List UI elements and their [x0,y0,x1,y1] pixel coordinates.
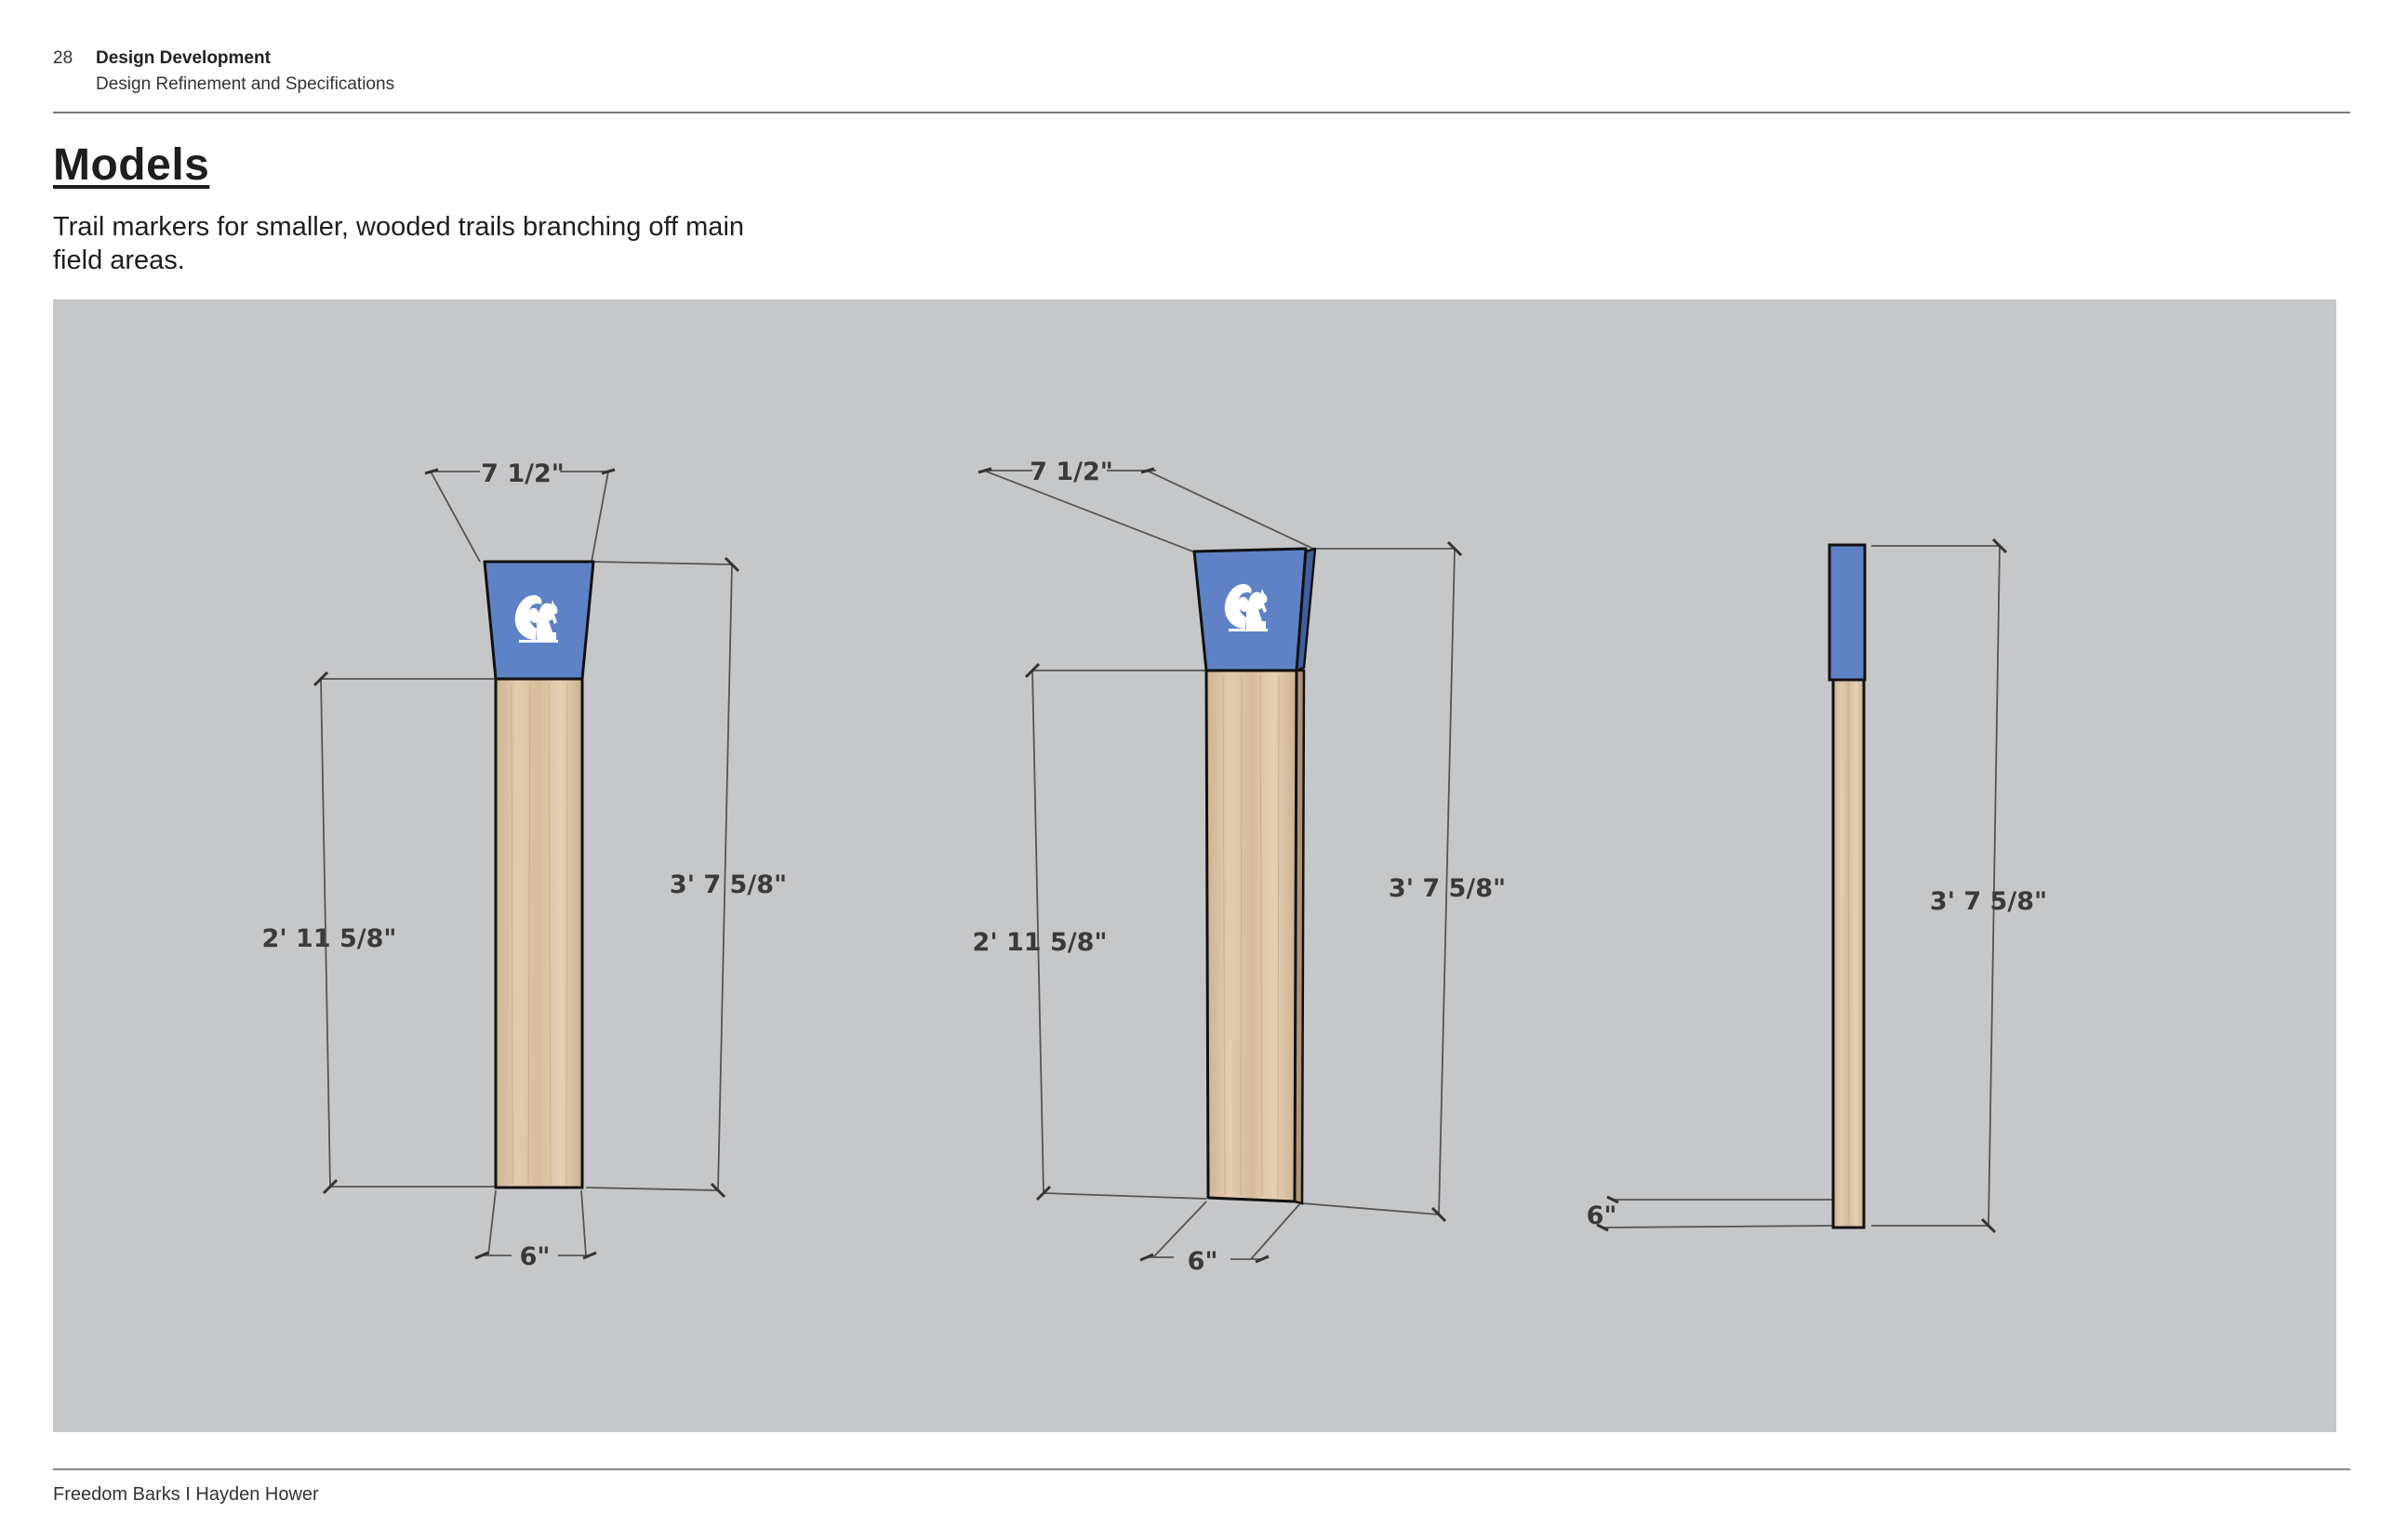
dim-post-height: 2' 11 5/8" [262,924,397,953]
model-front-view: 7 1/2" 2' 11 5/8" 3' 7 5/8" 6" [262,459,788,1271]
dim-base-depth: 6" [1587,1201,1617,1230]
page-title: Models [53,140,210,190]
dim-total-height: 3' 7 5/8" [670,870,787,899]
models-drawing: 7 1/2" 2' 11 5/8" 3' 7 5/8" 6" [262,458,2048,1276]
dim-base-width: 6" [520,1242,551,1271]
subsection-title: Design Refinement and Specifications [96,74,395,94]
models-figure: 7 1/2" 2' 11 5/8" 3' 7 5/8" 6" [53,299,2336,1432]
section-title: Design Development [96,48,271,68]
dim-base-width: 6" [1188,1247,1218,1276]
footer-credit: Freedom Barks I Hayden Hower [53,1484,319,1505]
dim-total-height: 3' 7 5/8" [1930,887,2047,916]
page-description: Trail markers for smaller, wooded trails… [53,212,745,275]
sign-panel-edge [1828,543,1867,682]
dim-total-height: 3' 7 5/8" [1389,874,1506,903]
dim-top-width: 7 1/2" [1030,458,1113,486]
model-side-view: 3' 7 5/8" 6" [1587,538,2047,1234]
dim-top-width: 7 1/2" [481,459,565,488]
footer-divider [53,1468,2350,1470]
page-number: 28 [53,48,73,68]
dim-post-height: 2' 11 5/8" [973,928,1108,957]
model-perspective-view: 7 1/2" 2' 11 5/8" 3' 7 5/8" 6" [973,458,1507,1276]
header-divider [53,112,2350,113]
